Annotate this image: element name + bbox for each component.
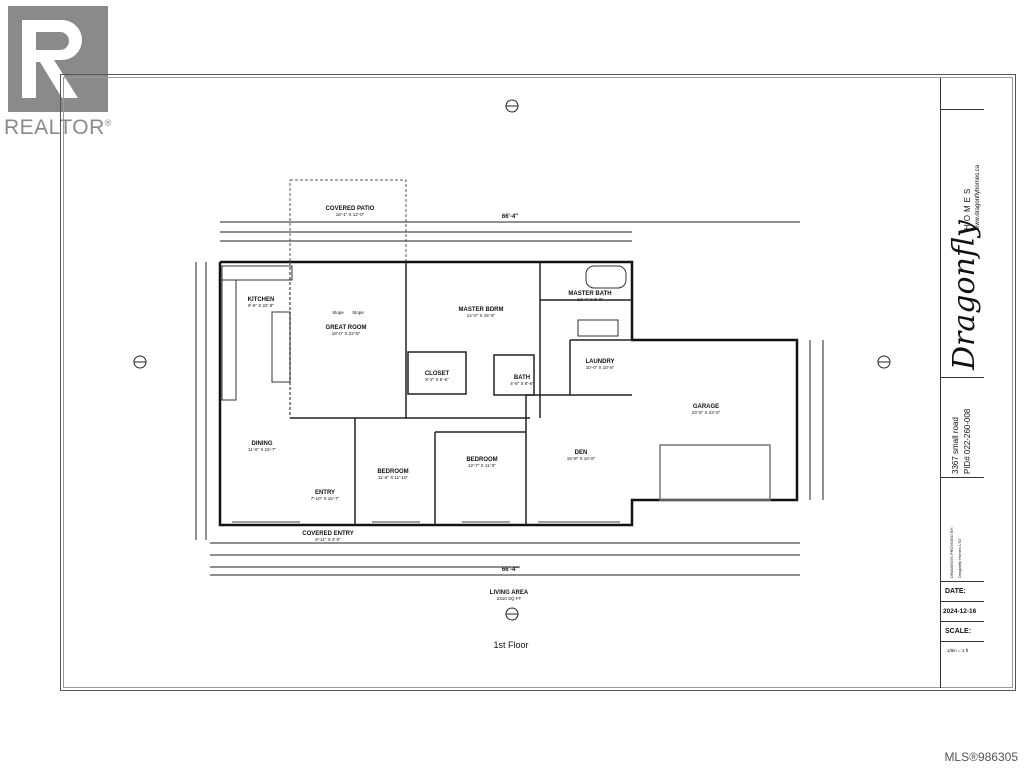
date-label-box: DATE: [941,582,984,602]
property-pid: PID# 022-260-008 [963,408,972,474]
company-logo: Dragonfly [947,220,982,370]
date-value-box: 2024-12-16 [941,602,984,622]
drawing-sheet [60,74,1016,691]
section-marker-right [877,355,891,369]
slope-label: Slope [352,310,364,315]
slope-label: Slope [332,310,344,315]
company-panel: Dragonfly HOMES www.dragonflyhomes.ca [941,110,984,378]
mls-number: MLS®986305 [944,750,1018,764]
section-marker-left [133,355,147,369]
title-block-top [941,78,984,110]
drawn-by-panel: DRAWINGS PROVIDED BY: Dragonfly Homes LT… [941,478,984,582]
company-website: www.dragonflyhomes.ca [975,164,981,230]
drawn-by-label: DRAWINGS PROVIDED BY: [949,526,954,578]
overall-width-label-bottom: 66'-4" [501,567,519,573]
realtor-wordmark: REALTOR® [4,116,112,139]
realtor-logo: REALTOR® [0,0,120,140]
scale-label: SCALE: [945,628,972,635]
company-word: HOMES [963,185,972,230]
overall-width-label: 66'-4" [501,214,519,220]
address-panel: 3367 small road PID# 022-260-008 [941,378,984,478]
title-block: Dragonfly HOMES www.dragonflyhomes.ca 33… [940,78,984,688]
realtor-r-icon [8,6,108,112]
date-label: DATE: [945,588,966,595]
floor-label: 1st Floor [493,640,529,650]
drawn-by-value: Dragonfly Homes LTD [957,538,962,578]
date-value: 2024-12-16 [943,608,977,615]
section-marker-top [505,99,519,113]
scale-label-box: SCALE: [941,622,984,642]
property-address: 3367 small road [951,417,960,474]
scale-value-box: 1/8in = 1 ft [941,642,984,662]
scale-value: 1/8in = 1 ft [947,648,969,653]
section-marker-bottom [505,607,519,621]
